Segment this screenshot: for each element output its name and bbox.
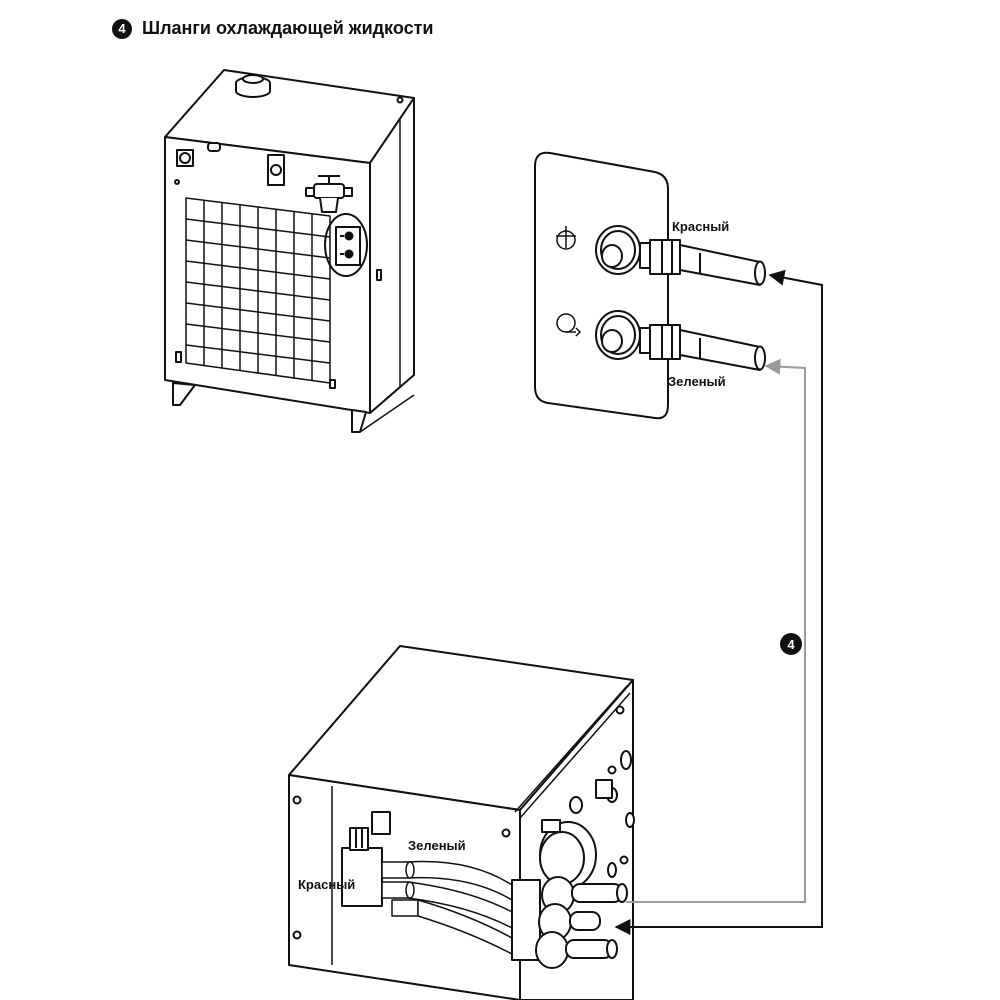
panel-label-red: Красный xyxy=(672,219,730,234)
foot-left xyxy=(172,382,196,406)
cooling-unit xyxy=(164,69,415,433)
internal-manifold xyxy=(341,811,391,907)
outlet-symbol-icon xyxy=(556,313,581,337)
rear-fitting-red xyxy=(569,911,601,931)
upper-hose-nut xyxy=(649,239,681,275)
heading-text: Шланги охлаждающей жидкости xyxy=(142,18,434,38)
rear-connectors xyxy=(511,876,628,969)
unit-label-red: Красный xyxy=(298,877,356,892)
lower-hose-nut xyxy=(649,324,681,360)
side-fan xyxy=(539,819,597,889)
port-panel-plate xyxy=(534,151,669,420)
upper-fitting xyxy=(595,225,766,286)
step-number-badge: 4 xyxy=(112,18,132,39)
power-source-unit xyxy=(288,645,635,1000)
section-heading: 4 Шланги охлаждающей жидкости xyxy=(112,18,433,39)
port-highlight-circle xyxy=(324,213,368,277)
port-panel xyxy=(534,151,766,420)
lower-fitting xyxy=(595,310,766,371)
inlet-symbol-icon xyxy=(556,226,576,250)
rear-fitting-green xyxy=(571,883,623,903)
lower-hose xyxy=(679,329,761,371)
route-number-badge: 4 xyxy=(780,633,802,655)
radiator-grille xyxy=(185,197,331,384)
unit-label-green: Зеленый xyxy=(408,838,466,853)
valve-assembly xyxy=(305,175,353,213)
upper-hose xyxy=(679,244,761,286)
panel-label-green: Зеленый xyxy=(668,374,726,389)
green-hose-route xyxy=(626,358,806,903)
